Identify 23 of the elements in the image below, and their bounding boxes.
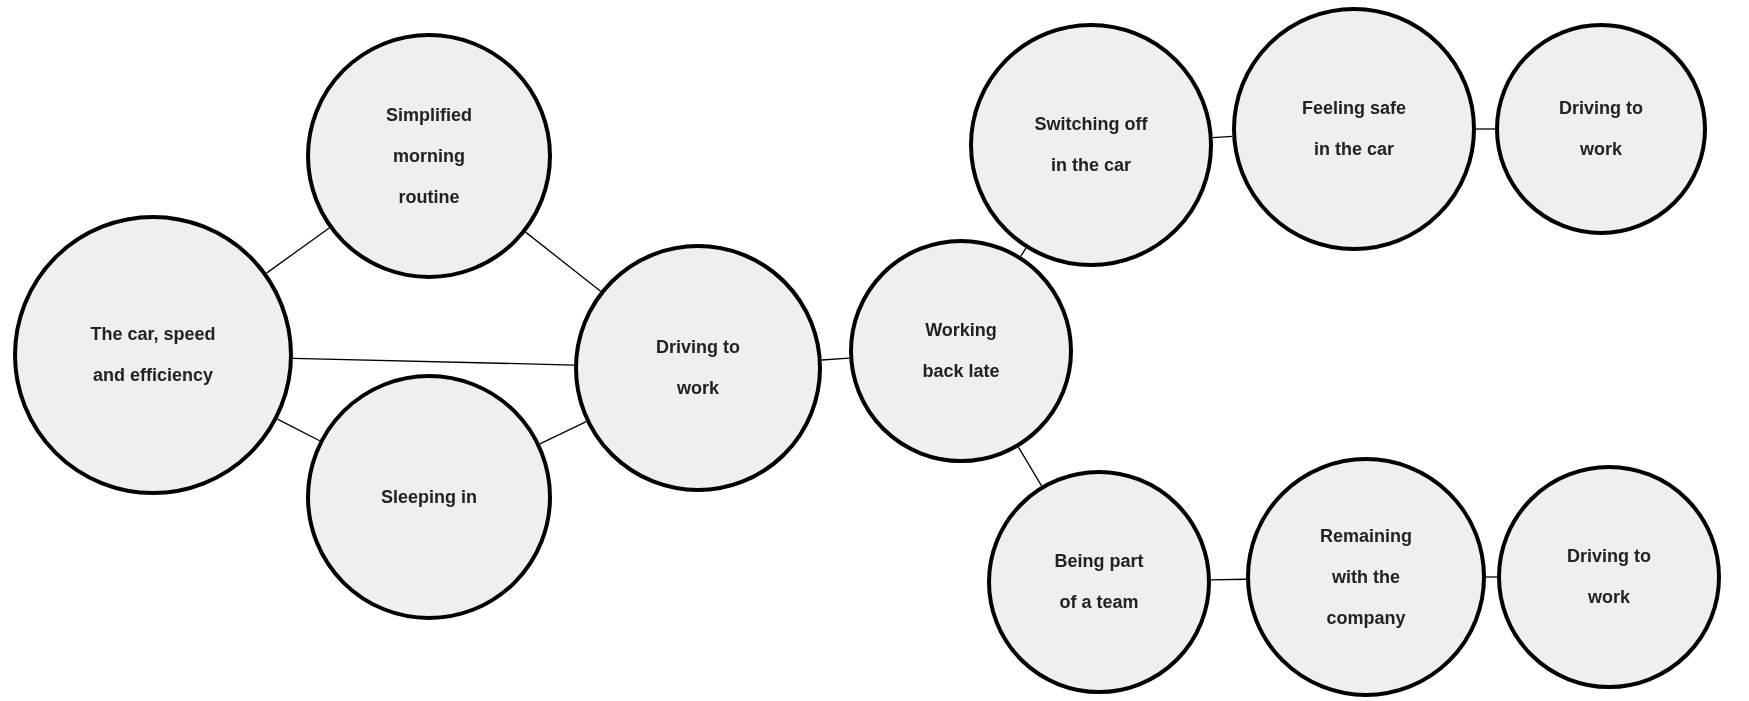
connector-line — [524, 231, 602, 292]
node-label: Being part of a team — [1053, 550, 1145, 614]
node-label: Switching off in the car — [1033, 113, 1149, 177]
connector-line — [1212, 135, 1233, 139]
node-label: Remaining with the company — [1319, 524, 1413, 630]
connector-line — [276, 418, 321, 442]
connector-line — [1210, 578, 1247, 581]
connector-line — [1485, 576, 1498, 578]
node-label: Sleeping in — [381, 485, 477, 509]
connector-line — [1475, 128, 1496, 130]
node-label: Simplified morning routine — [385, 103, 473, 209]
connector-line — [821, 357, 850, 361]
connector-line — [1020, 247, 1027, 257]
node-label: Driving to work — [655, 336, 741, 400]
connector-line — [1017, 446, 1043, 487]
node-label: Working back late — [921, 319, 1001, 383]
node-label: Driving to work — [1558, 97, 1644, 161]
connector-line — [265, 227, 330, 274]
node-label: Feeling safe in the car — [1300, 97, 1407, 161]
connector-line — [539, 420, 587, 445]
node-label: The car, speed and efficiency — [89, 323, 217, 387]
connector-line — [292, 357, 575, 366]
node-label: Driving to work — [1566, 545, 1652, 609]
